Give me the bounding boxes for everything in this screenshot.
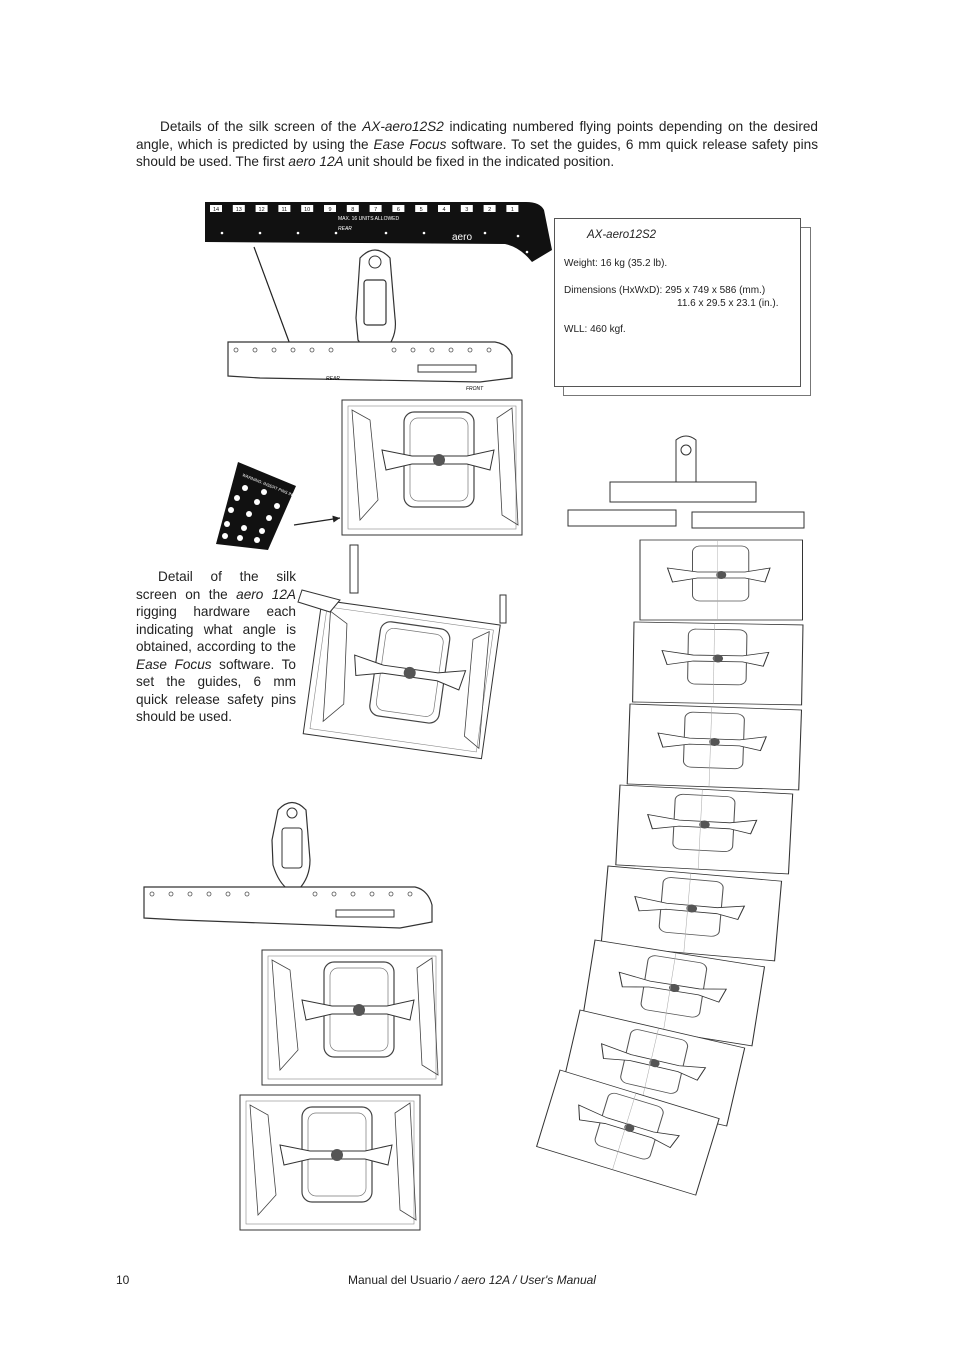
silkscreen-number: 11 (282, 207, 288, 213)
silkscreen-number-box (369, 205, 382, 212)
silkscreen-number-box (301, 205, 314, 212)
silkscreen-rear: REAR (338, 226, 352, 232)
frame-rear-label: REAR (326, 376, 340, 382)
silkscreen-number-box (232, 205, 245, 212)
spec-dimensions-inches: 11.6 x 29.5 x 23.1 (in.). (677, 298, 779, 309)
spec-dimensions: Dimensions (HxWxD): 295 x 749 x 586 (mm.… (564, 285, 766, 296)
silkscreen-number-box (210, 205, 222, 212)
side-text-3: software. To set the guides, 6 mm quick … (136, 656, 296, 725)
side-software: Ease Focus (136, 656, 212, 672)
intro-text-2: indicating numbered flying points depend… (136, 119, 818, 152)
intro-text-1: Details of the silk screen of the (160, 119, 363, 134)
silkscreen-number: 13 (236, 207, 242, 213)
silkscreen-brand: aero (452, 232, 472, 243)
intro-unit: aero 12A (288, 154, 344, 169)
silkscreen-number: 14 (213, 207, 219, 213)
silkscreen-number-box (483, 205, 496, 212)
top-flying-frame: REAR FRONT (227, 249, 513, 392)
silkscreen-number: 1 (511, 207, 514, 213)
silkscreen-number-box (506, 205, 519, 212)
side-text-2: rigging hardware each indicating what an… (136, 604, 296, 654)
silkscreen-number-box (278, 205, 291, 212)
intro-software: Ease Focus (373, 136, 447, 152)
footer-text-2: / aero 12A / (451, 1273, 520, 1287)
footer-text-3: User's Manual (519, 1273, 596, 1287)
footer-text-1: Manual del Usuario (348, 1273, 452, 1287)
silkscreen-number-box (438, 205, 450, 212)
silkscreen-number: 8 (351, 207, 354, 213)
side-text-1: Detail of the silk screen on the (136, 569, 296, 602)
side-model: aero 12A (236, 586, 296, 602)
silkscreen-number: 3 (465, 207, 468, 213)
silkscreen-number-box (415, 205, 428, 212)
cabinet-upper (341, 399, 523, 536)
silkscreen-number: 4 (442, 207, 445, 213)
intro-text-4: unit should be fixed in the indicated po… (343, 154, 615, 169)
frame-front-label: FRONT (466, 386, 484, 392)
cabinet-lower (302, 599, 501, 760)
silkscreen-number: 2 (488, 207, 491, 213)
silkscreen-number: 12 (259, 207, 265, 213)
silkscreen-number-box (255, 205, 268, 212)
spec-weight: Weight: 16 kg (35.2 lb). (564, 258, 668, 269)
spec-title: AX-aero12S2 (587, 229, 657, 241)
spec-wll: WLL: 460 kgf. (564, 324, 626, 335)
side-note: Detail of the silk screen on the aero 12… (136, 568, 296, 726)
spec-box: AX-aero12S2 Weight: 16 kg (35.2 lb). Dim… (554, 218, 801, 387)
silkscreen-number-box (392, 205, 405, 212)
silkscreen-number-box (346, 205, 359, 212)
silkscreen-number-box (324, 205, 336, 212)
intro-model: AX-aero12S2 (362, 119, 444, 134)
angle-plate: WARNING: INSERT PINS IN SAME ANGLE (216, 462, 320, 550)
intro-paragraph: Details of the silk screen of the AX-aer… (136, 118, 818, 171)
line-array-stack (535, 435, 805, 1196)
bottom-frame-assembly (143, 801, 443, 1231)
silkscreen-number-box (460, 205, 473, 212)
page-number: 10 (116, 1273, 130, 1287)
silkscreen-bar: 14 13 12 11 10 9 8 7 6 5 4 3 2 1 MAX. 16 UNITS ALLOWE… (205, 202, 552, 262)
intro-text-3: software. To set the guides, 6 mm quick … (136, 136, 818, 170)
silkscreen-number: 9 (328, 207, 331, 213)
page-footer: Manual del Usuario / aero 12A / User's M… (348, 1273, 596, 1287)
silkscreen-max-units: MAX. 16 UNITS ALLOWED (338, 216, 400, 222)
silkscreen-number: 6 (397, 207, 400, 213)
silkscreen-number: 7 (374, 207, 377, 213)
silkscreen-number: 5 (420, 207, 423, 213)
silkscreen-number: 10 (304, 207, 310, 213)
